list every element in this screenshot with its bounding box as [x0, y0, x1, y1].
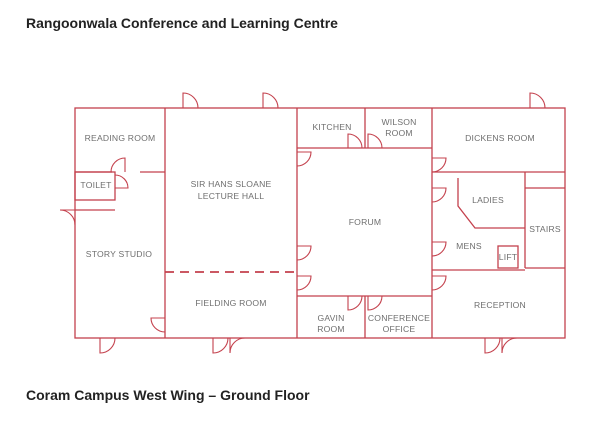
label-forum: FORUM: [349, 217, 382, 227]
door-swing: [501, 337, 518, 354]
label-stairs: STAIRS: [529, 224, 561, 234]
door-swing: [431, 241, 447, 257]
doors: [59, 92, 546, 354]
lift-shaft: [497, 245, 519, 269]
door-swing: [529, 92, 546, 109]
door-swing: [59, 209, 76, 226]
room-labels: READING ROOM TOILET STORY STUDIO SIR HAN…: [80, 117, 560, 334]
door-swing: [229, 337, 246, 354]
page-title: Rangoonwala Conference and Learning Cent…: [26, 15, 338, 31]
ladies-wall: [457, 178, 525, 229]
door-swing: [296, 245, 312, 261]
door-swing: [484, 337, 501, 354]
label-ladies: LADIES: [472, 195, 504, 205]
label-gavin-line2: ROOM: [317, 324, 345, 334]
label-fielding-room: FIELDING ROOM: [195, 298, 266, 308]
door-swing: [150, 317, 166, 333]
label-dickens-room: DICKENS ROOM: [465, 133, 535, 143]
label-wilson-line2: ROOM: [385, 128, 413, 138]
label-reading-room: READING ROOM: [85, 133, 156, 143]
door-swing: [431, 275, 447, 291]
door-swing: [347, 133, 363, 149]
label-mens: MENS: [456, 241, 482, 251]
toilet-room: [74, 171, 116, 201]
label-conference-office-line1: CONFERENCE: [368, 313, 430, 323]
label-toilet: TOILET: [80, 180, 112, 190]
door-swing: [431, 187, 447, 203]
door-swing: [99, 337, 116, 354]
door-swing: [182, 92, 199, 109]
label-reception: RECEPTION: [474, 300, 526, 310]
door-swing: [367, 295, 383, 311]
label-lecture-hall-line1: SIR HANS SLOANE: [191, 179, 272, 189]
door-swing: [110, 157, 126, 173]
door-swing: [431, 157, 447, 173]
door-swing: [296, 151, 312, 167]
door-swing: [347, 295, 363, 311]
door-swing: [367, 133, 383, 149]
door-swing: [262, 92, 279, 109]
label-conference-office-line2: OFFICE: [383, 324, 416, 334]
label-story-studio: STORY STUDIO: [86, 249, 153, 259]
walls: [74, 107, 566, 339]
label-lift: LIFT: [499, 252, 518, 262]
door-swing: [212, 337, 229, 354]
label-lecture-hall-line2: LECTURE HALL: [198, 191, 264, 201]
label-kitchen: KITCHEN: [312, 122, 351, 132]
door-swing: [114, 174, 129, 189]
label-wilson-line1: WILSON: [381, 117, 416, 127]
door-swing: [296, 275, 312, 291]
label-gavin-line1: GAVIN: [317, 313, 344, 323]
floor-subtitle: Coram Campus West Wing – Ground Floor: [26, 387, 310, 403]
